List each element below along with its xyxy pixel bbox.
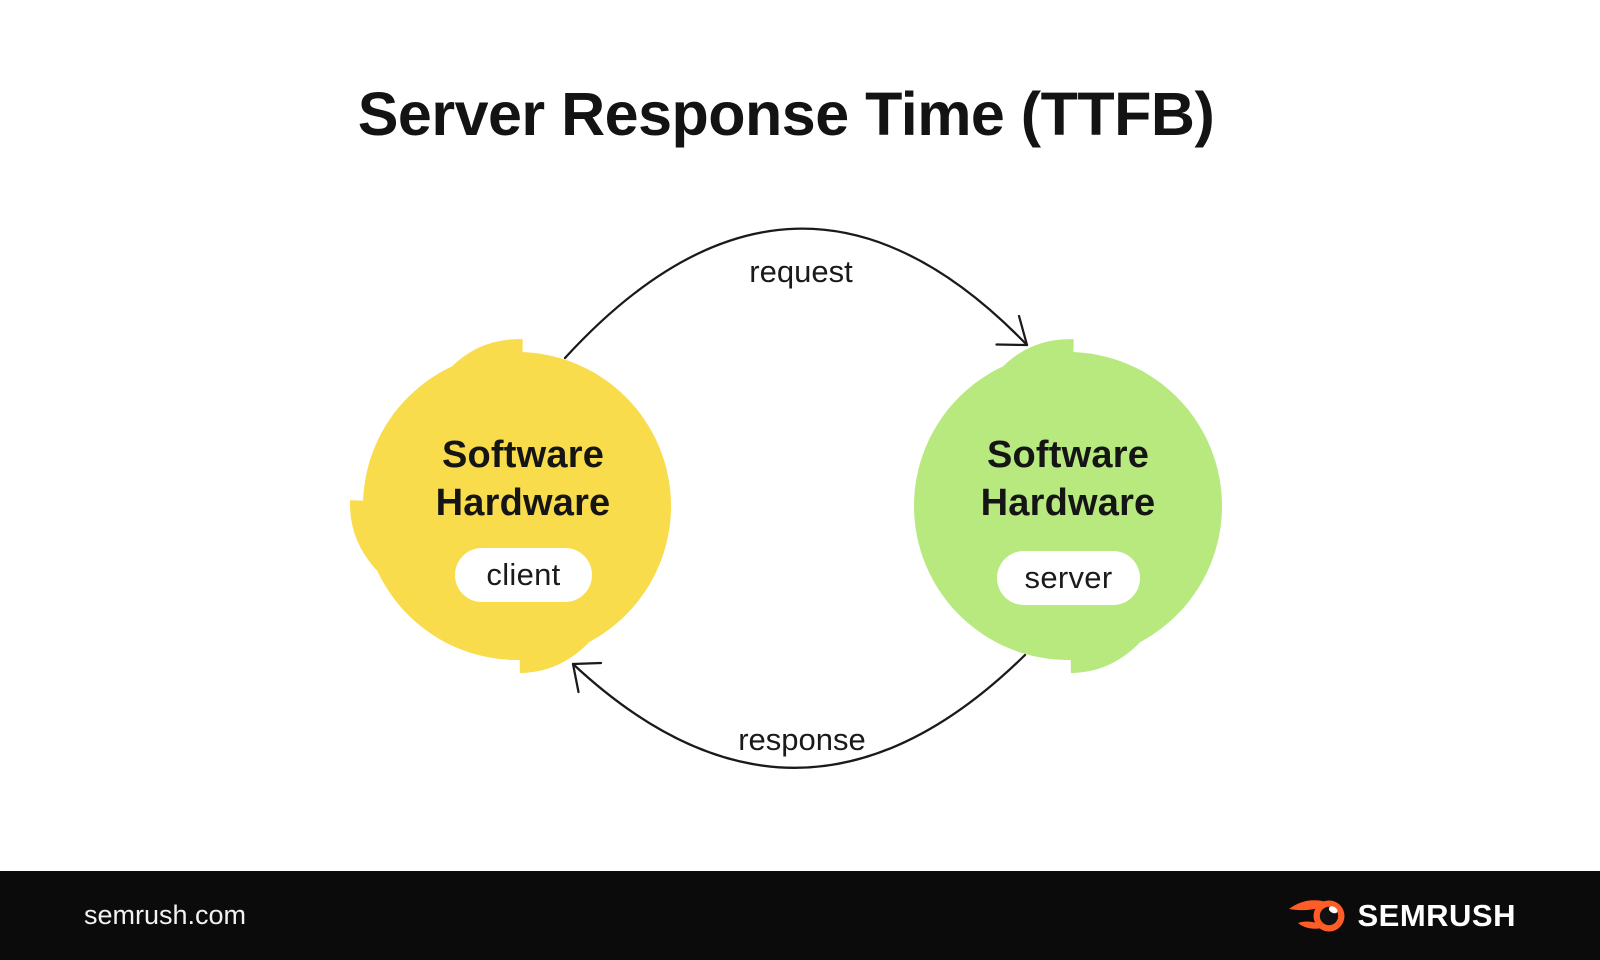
footer-bar: semrush.com SEMRUSH [0,871,1600,960]
server-label-line1: Software [986,434,1150,476]
client-circle-tab [451,339,523,367]
request-label: request [749,254,853,289]
semrush-wordmark: SEMRUSH [1357,897,1516,933]
client-circle-tab [519,642,590,673]
response-arrow [571,653,1027,769]
response-label: response [738,722,866,757]
request-arrowhead-icon [995,314,1029,347]
server-badge: server [997,551,1140,605]
server-circle [914,339,1222,673]
website-url: semrush.com [84,900,247,930]
client-circle-tab [350,500,378,572]
server-circle-label: Software Hardware [981,431,1156,527]
request-arrow [563,227,1029,360]
client-badge: client [455,548,592,602]
client-circle [350,339,671,673]
semrush-logo: SEMRUSH [1288,896,1516,936]
server-circle-tab [1070,642,1141,673]
client-label-line1: Software [441,434,605,476]
server-circle-tab [1002,339,1074,367]
semrush-flame-icon [1289,899,1345,931]
server-label-line2: Hardware [980,482,1156,524]
client-circle-label: Software Hardware [436,431,611,527]
client-label-line2: Hardware [435,482,611,524]
response-arrowhead-icon [571,661,603,694]
page-title: Server Response Time (TTFB) [357,80,1215,148]
